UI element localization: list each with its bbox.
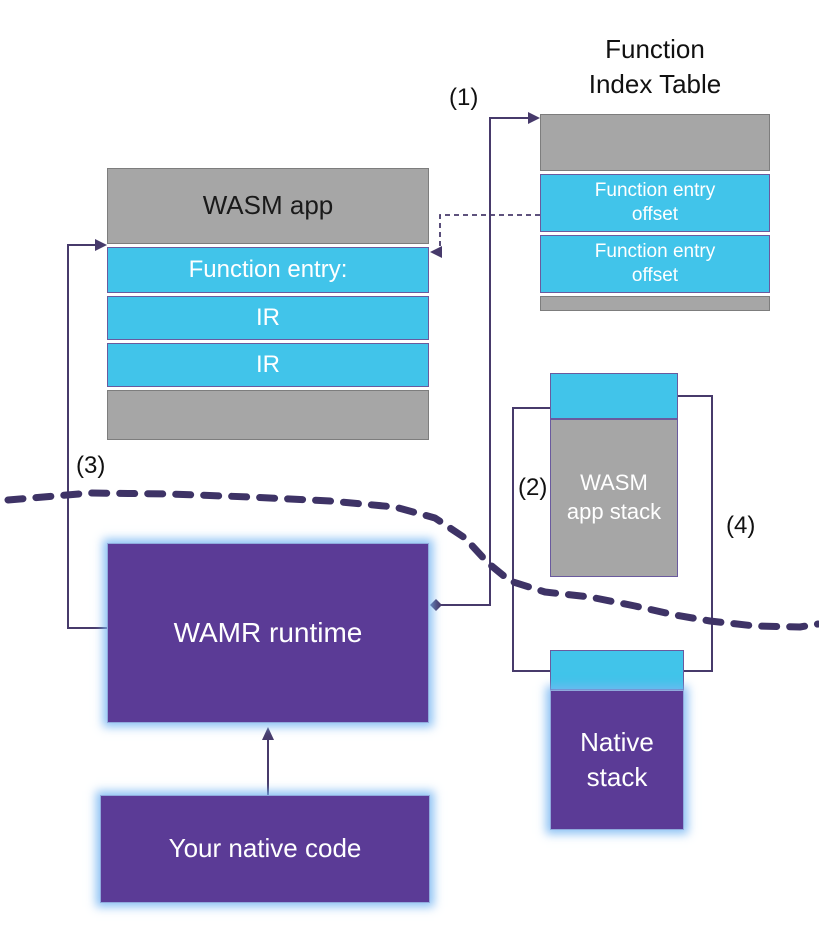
wasm-app-box: WASM app Function entry: IR IR bbox=[107, 168, 429, 440]
connector-native-code-to-runtime bbox=[262, 727, 274, 795]
wasm-app-stack-top-bar bbox=[550, 373, 678, 419]
wamr-runtime-box: WAMR runtime bbox=[107, 543, 429, 723]
wasm-app-title: WASM app bbox=[107, 168, 429, 244]
step-label-2: (2) bbox=[518, 474, 548, 501]
function-index-table-title: Function Index Table bbox=[588, 34, 722, 100]
step-label-3: (3) bbox=[76, 452, 106, 479]
ir-row: IR bbox=[107, 296, 429, 340]
function-index-table: Function entry offset Function entry off… bbox=[540, 114, 770, 311]
wasm-app-bottom-segment bbox=[107, 390, 429, 440]
function-entry-row: Function entry: bbox=[107, 247, 429, 293]
ir-row: IR bbox=[107, 343, 429, 387]
native-stack-box: Native stack bbox=[550, 690, 684, 830]
step-label-1: (1) bbox=[449, 84, 479, 111]
function-entry-offset-row: Function entry offset bbox=[540, 235, 770, 293]
your-native-code-box: Your native code bbox=[100, 795, 430, 903]
wasm-app-stack-box: WASM app stack bbox=[550, 419, 678, 577]
native-stack-top-bar bbox=[550, 650, 684, 690]
index-table-bottom-segment bbox=[540, 296, 770, 311]
world-divider-dashed-line bbox=[4, 489, 819, 631]
index-table-top-segment bbox=[540, 114, 770, 171]
connector-3-runtime-to-wasm-app bbox=[67, 239, 107, 629]
step-label-4: (4) bbox=[726, 512, 756, 539]
connector-1-runtime-to-index-table bbox=[430, 112, 540, 611]
function-entry-offset-row: Function entry offset bbox=[540, 174, 770, 232]
